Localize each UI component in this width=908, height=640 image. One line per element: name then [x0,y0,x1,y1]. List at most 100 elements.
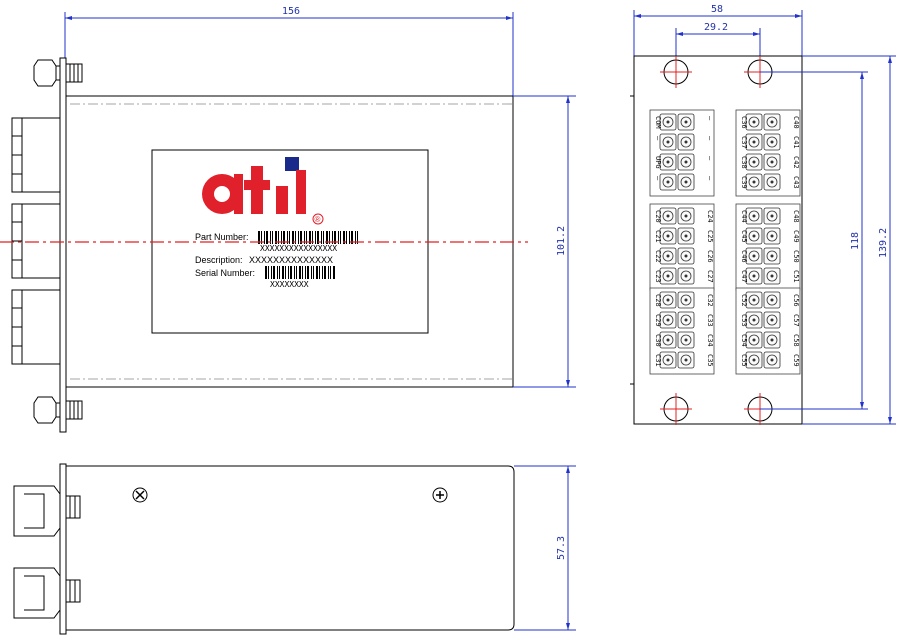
serial-number-label: Serial Number: [195,268,255,278]
port-ferrule-icon [680,314,692,326]
port-label: C28 [654,294,662,307]
dim-hole-vertical: 118 [850,232,861,250]
port-ferrule-icon [662,230,674,242]
port-center-icon [770,358,774,362]
port-center-icon [666,214,670,218]
front-connectors [11,117,61,365]
port-center-icon [752,234,756,238]
port-label: C31 [654,354,662,367]
dim-width-end: 58 [711,4,723,15]
port-ferrule-icon [766,270,778,282]
port-ferrule-icon [766,116,778,128]
port-center-icon [770,160,774,164]
port-center-icon [684,338,688,342]
port-ferrule-icon [662,270,674,282]
port-ferrule-icon [680,230,692,242]
port-ferrule-icon [748,230,760,242]
port-center-icon [684,120,688,124]
port-ferrule-icon [680,210,692,222]
port-center-icon [666,338,670,342]
port-center-icon [684,298,688,302]
dim-depth-bottom: 57.3 [556,536,567,560]
port-ferrule-icon [748,314,760,326]
port-label: C52 [740,294,748,307]
port-center-icon [666,140,670,144]
screw-head-icon [432,487,448,503]
port-ferrule-icon [680,156,692,168]
port-label: C51 [792,270,800,283]
port-label: — [654,136,662,141]
port-label: C24 [706,210,714,223]
port-label: C33 [706,314,714,327]
port-ferrule-icon [680,334,692,346]
port-label: C44 [740,210,748,223]
port-center-icon [752,214,756,218]
port-label: C36 [740,116,748,129]
port-center-icon [770,180,774,184]
port-label: UPG [654,156,662,169]
port-label: C58 [792,334,800,347]
port-label: C30 [654,334,662,347]
port-label: C59 [792,354,800,367]
port-ferrule-icon [748,116,760,128]
port-center-icon [684,254,688,258]
port-center-icon [666,180,670,184]
port-center-icon [752,160,756,164]
port-center-icon [770,120,774,124]
port-center-icon [752,140,756,144]
port-ferrule-icon [662,156,674,168]
port-center-icon [752,358,756,362]
port-label: — [654,176,662,181]
port-center-icon [684,274,688,278]
port-center-icon [666,120,670,124]
port-ferrule-icon [766,314,778,326]
port-ferrule-icon [662,210,674,222]
dim-height-total: 139.2 [878,228,889,258]
side-view: 57.3 [13,463,576,635]
port-center-icon [684,160,688,164]
port-ferrule-icon [766,250,778,262]
port-ferrule-icon [680,250,692,262]
port-label: C47 [740,270,748,283]
port-ferrule-icon [766,156,778,168]
part-number-label: Part Number: [195,232,249,242]
port-label: COM [654,116,662,129]
port-ferrule-icon [680,176,692,188]
port-center-icon [752,318,756,322]
port-label: C37 [740,136,748,149]
port-center-icon [752,180,756,184]
port-ferrule-icon [748,156,760,168]
mounting-hole [660,56,692,88]
port-ferrule-icon [680,136,692,148]
thumb-screw-bottom [33,396,83,424]
port-center-icon [770,214,774,218]
port-ferrule-icon [662,354,674,366]
port-label: C48 [792,210,800,223]
ati-logo: ® [202,157,324,225]
port-center-icon [770,254,774,258]
serial-number-value: XXXXXXXX [270,280,309,289]
dim-width-top: 156 [282,6,300,17]
port-label: C46 [740,250,748,263]
port-center-icon [666,298,670,302]
port-label: C55 [740,354,748,367]
port-ferrule-icon [680,354,692,366]
port-ferrule-icon [748,176,760,188]
port-label: C34 [706,334,714,347]
port-label: C29 [654,314,662,327]
description-value: XXXXXXXXXXXXXX [249,255,333,265]
port-ferrule-icon [662,176,674,188]
description-label: Description: [195,255,243,265]
port-center-icon [666,274,670,278]
registered-mark: ® [315,215,321,224]
port-ferrule-icon [766,334,778,346]
port-ferrule-icon [662,334,674,346]
port-center-icon [752,298,756,302]
port-center-icon [752,120,756,124]
port-ferrule-icon [748,334,760,346]
port-ferrule-icon [680,116,692,128]
port-center-icon [770,338,774,342]
part-number-value: XXXXXXXXXXXXXXXX [260,244,337,253]
